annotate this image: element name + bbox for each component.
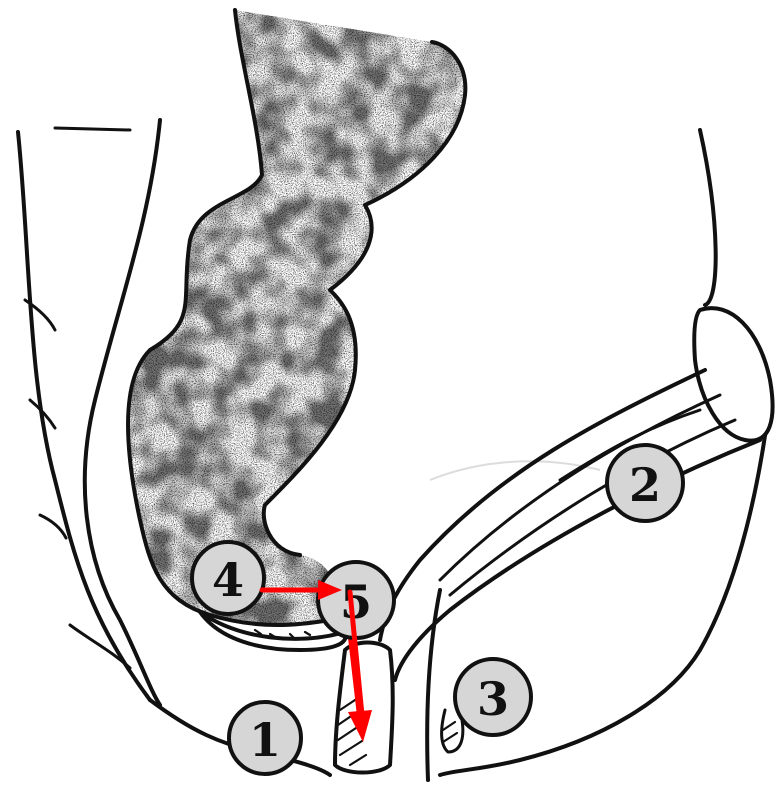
puborectalis-muscle (380, 370, 760, 680)
label-4-text: 4 (212, 553, 244, 607)
anal-canal (335, 643, 393, 773)
label-badge-5: 5 (318, 562, 394, 638)
rectum (128, 10, 465, 625)
label-badge-1: 1 (229, 702, 301, 774)
label-badge-2: 2 (607, 445, 683, 521)
label-badge-4: 4 (192, 542, 264, 614)
label-badge-3: 3 (455, 659, 531, 735)
label-3-text: 3 (477, 672, 509, 726)
label-2-text: 2 (629, 458, 661, 512)
label-1-text: 1 (249, 713, 281, 767)
label-5-text: 5 (340, 575, 372, 629)
